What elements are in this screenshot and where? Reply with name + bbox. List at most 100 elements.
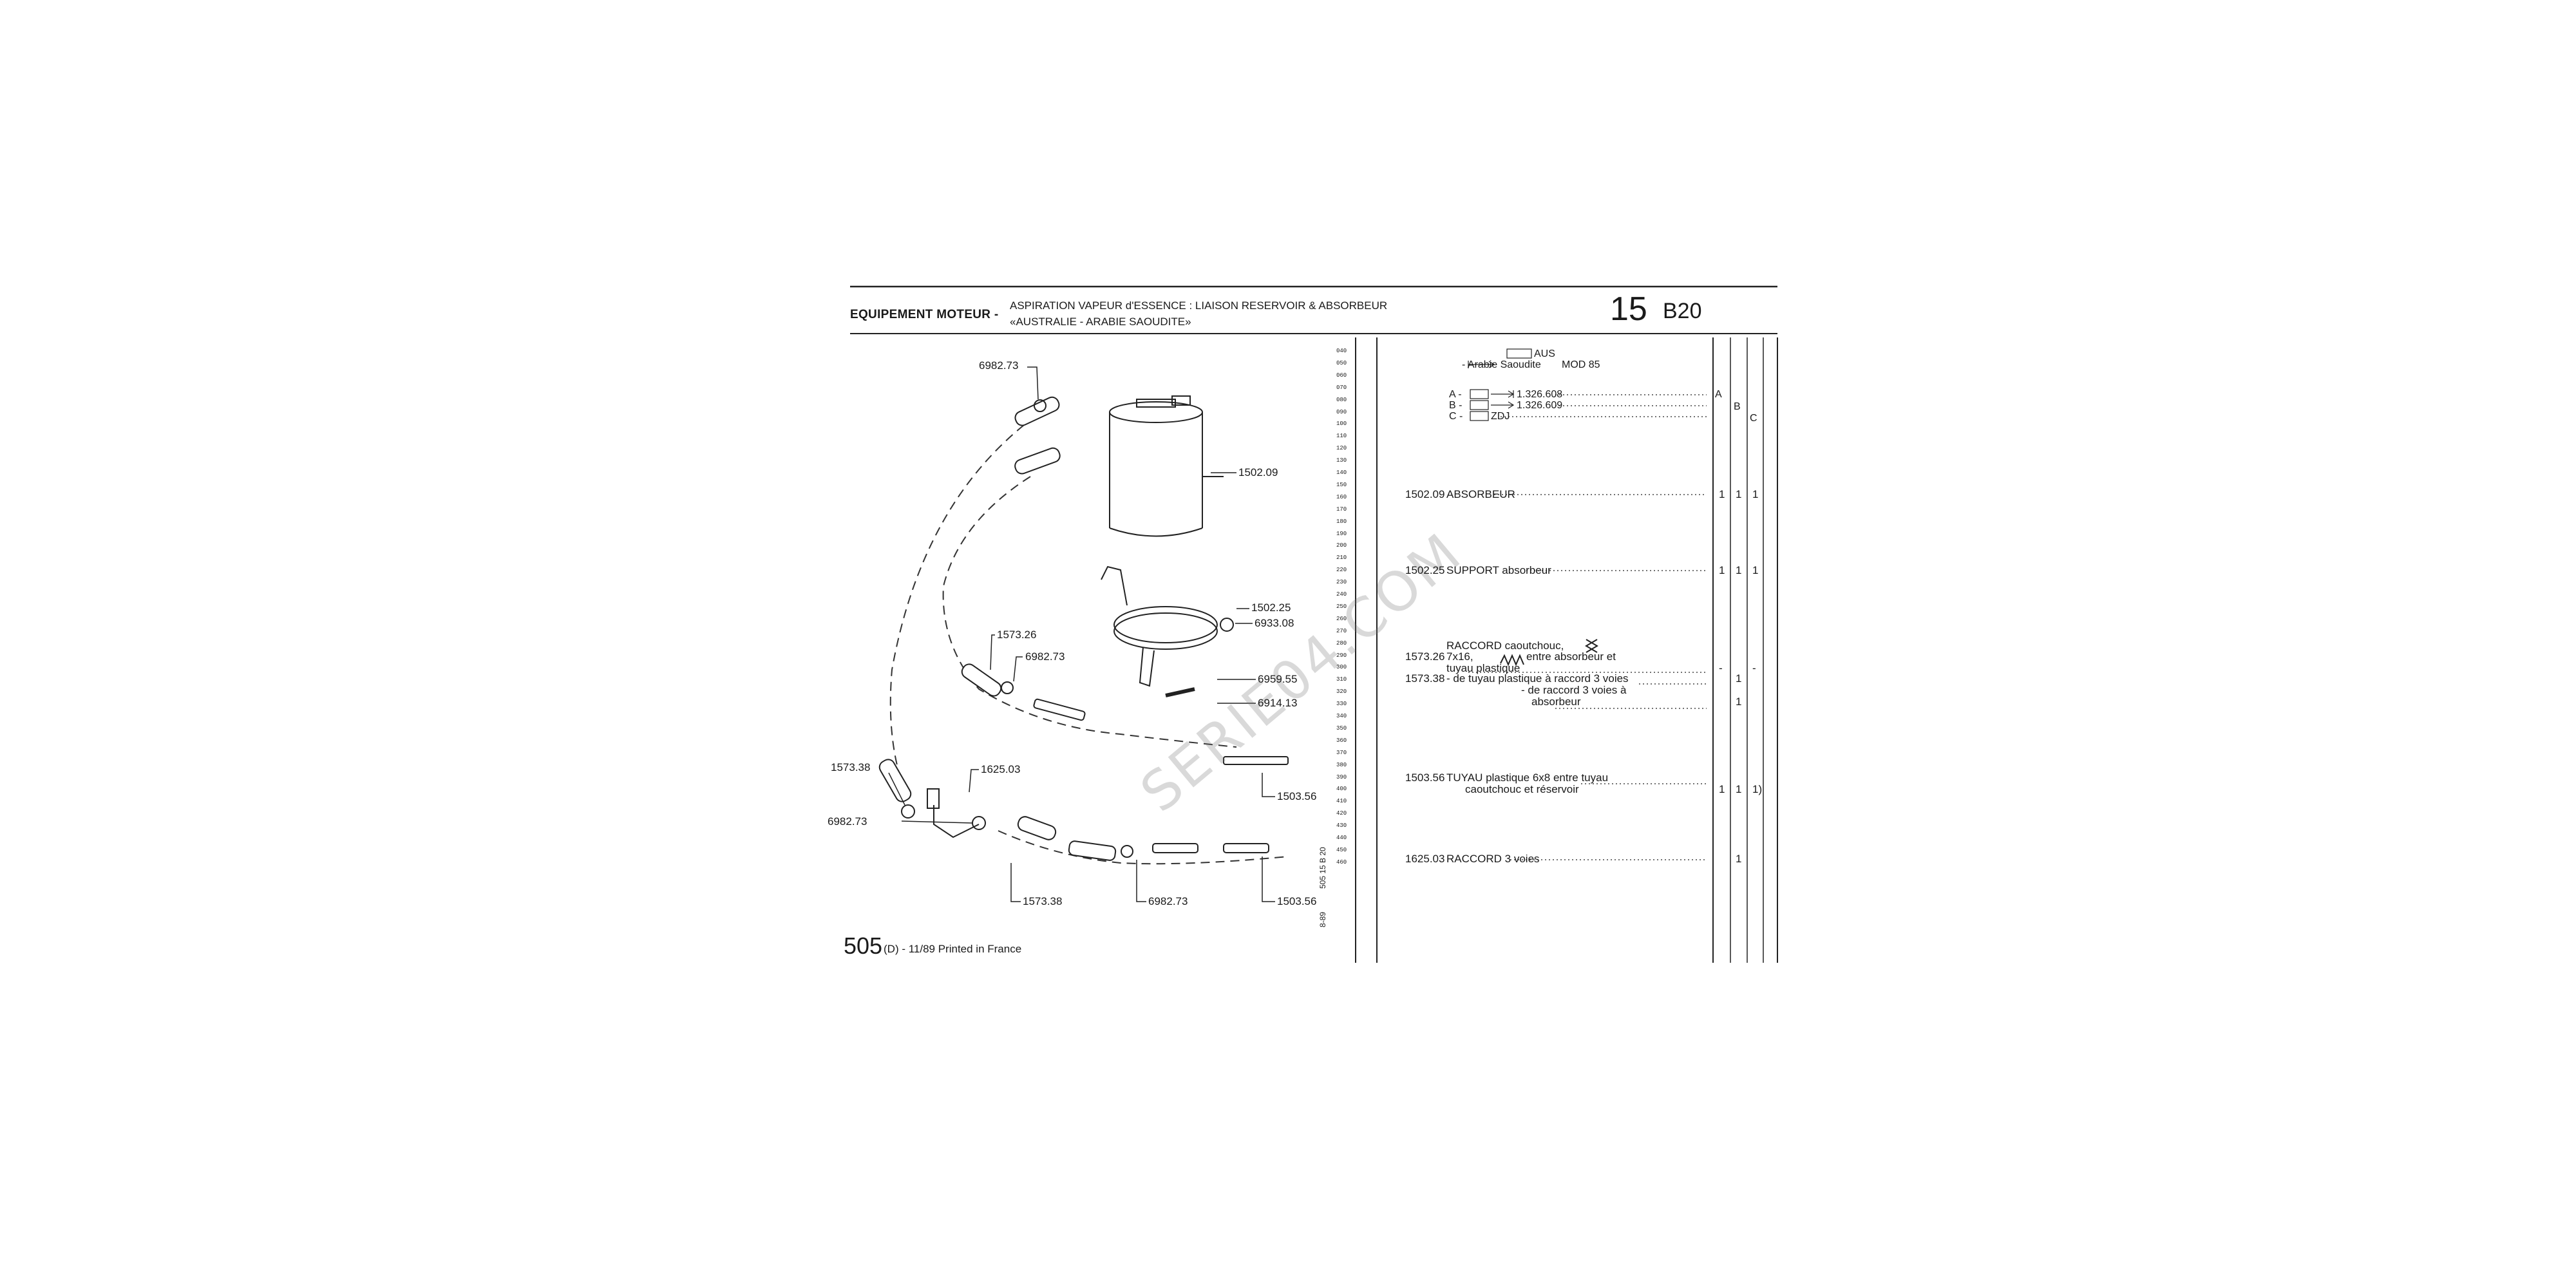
cond-col-b: B	[1734, 401, 1741, 412]
qty-b: 1	[1736, 672, 1742, 685]
ruler-number: 230	[1336, 579, 1347, 586]
part-desc: ABSORBEUR	[1446, 488, 1515, 500]
ruler-number: 350	[1336, 724, 1347, 732]
part-ref: 1573.26	[1405, 650, 1445, 663]
cond-col-c: C	[1750, 413, 1757, 424]
diagram-label: 6982.73	[1148, 895, 1188, 907]
aus-code: AUS	[1534, 348, 1555, 359]
qty-a: 1	[1719, 488, 1725, 500]
ruler-number: 340	[1336, 713, 1347, 719]
group-number: 15	[1610, 290, 1647, 328]
ruler-number: 070	[1336, 384, 1347, 391]
cond-col-a: A	[1715, 389, 1722, 400]
ruler-number: 460	[1336, 858, 1347, 866]
cond-ref-b: 1.326.609	[1517, 400, 1563, 411]
ruler-number: 150	[1336, 481, 1347, 488]
diagram-label: 1573.38	[831, 761, 871, 773]
page-code: B20	[1663, 299, 1702, 323]
ruler-number: 260	[1336, 615, 1347, 622]
diagram-label: 6982.73	[828, 815, 867, 828]
diagram-label: 1503.56	[1277, 895, 1317, 907]
ruler-number: 370	[1336, 749, 1347, 756]
part-desc: - de raccord 3 voies à	[1521, 684, 1627, 696]
diagram-label: 1503.56	[1277, 790, 1317, 802]
ruler-number: 080	[1336, 396, 1347, 403]
ruler-number: 100	[1336, 421, 1347, 428]
part-desc: RACCORD caoutchouc,	[1446, 639, 1564, 652]
ruler-number: 220	[1336, 567, 1347, 574]
ruler-number: 040	[1336, 348, 1347, 354]
cond-letter-a: A -	[1449, 389, 1462, 400]
ruler-number: 410	[1336, 798, 1347, 805]
cond-ref-a: 1.326.608	[1517, 389, 1563, 400]
ruler-number: 060	[1336, 372, 1347, 379]
ruler-number: 310	[1336, 676, 1347, 683]
qty-a: -	[1719, 662, 1723, 674]
part-desc: 7x16,	[1446, 650, 1473, 663]
diagram-label: 6982.73	[1025, 650, 1065, 663]
ruler-number: 380	[1336, 761, 1347, 768]
part-desc: RACCORD 3 voies	[1446, 853, 1540, 865]
diagram-label: 1573.26	[997, 629, 1037, 641]
ruler-number: 440	[1336, 835, 1347, 841]
cond-ref-c: ZDJ	[1491, 411, 1510, 422]
part-ref: 1625.03	[1405, 853, 1445, 865]
parts-catalog-sheet: SERIE04.COM EQUIPEMENT MOTEUR - ASPIRATI…	[828, 283, 1790, 979]
part-ref: 1573.38	[1405, 672, 1445, 685]
ruler-number: 300	[1336, 664, 1347, 671]
qty-c: 1)	[1752, 783, 1763, 795]
diagram-label: 6982.73	[979, 359, 1019, 372]
qty-a: 1	[1719, 783, 1725, 795]
leader-lines	[888, 366, 1275, 902]
ruler-number: 090	[1336, 408, 1347, 415]
diagram-label: 1573.38	[1023, 895, 1063, 907]
ruler-number: 110	[1336, 433, 1347, 440]
absorber-canister	[1109, 395, 1224, 537]
part-ref: 1502.25	[1405, 564, 1445, 576]
cond-letter-c: C -	[1449, 411, 1463, 422]
section-title: EQUIPEMENT MOTEUR -	[850, 308, 999, 321]
condition-symbols	[1468, 348, 1532, 421]
arabie-label: - Arabie Saoudite	[1462, 359, 1541, 370]
ruler-number: 430	[1336, 822, 1347, 829]
qty-b: 1	[1736, 783, 1742, 795]
ruler-number: 170	[1336, 506, 1347, 513]
ruler-number: 140	[1336, 469, 1347, 476]
part-ref: 1503.56	[1405, 772, 1445, 784]
qty-c: 1	[1752, 488, 1759, 500]
diagram-label: 6959.55	[1258, 673, 1298, 685]
part-desc: tuyau plastique	[1446, 662, 1520, 674]
ruler-number: 330	[1336, 701, 1347, 708]
hose-pieces	[878, 396, 1289, 861]
side-code-date: 8-89	[1318, 911, 1327, 927]
ruler-number: 180	[1336, 518, 1347, 525]
ruler-number: 050	[1336, 359, 1347, 366]
qty-a: 1	[1719, 564, 1725, 576]
hose-paths	[889, 424, 1289, 865]
support-bracket	[1101, 565, 1234, 697]
ruler-number: 400	[1336, 786, 1347, 793]
diagram-label: 1502.25	[1251, 601, 1291, 614]
part-ref: 1502.09	[1405, 488, 1445, 500]
ruler-number: 360	[1336, 737, 1347, 744]
diagram-label: 6914.13	[1258, 697, 1298, 709]
qty-c: 1	[1752, 564, 1759, 576]
ruler-number: 200	[1336, 542, 1347, 549]
part-desc-cont: entre absorbeur et	[1526, 650, 1616, 663]
dotted-leaders	[1468, 394, 1707, 860]
side-code: 505 15 B 20	[1318, 847, 1327, 889]
ruler-number: 120	[1336, 445, 1347, 452]
ruler-number: 240	[1336, 591, 1347, 598]
ruler-number: 210	[1336, 554, 1347, 562]
ruler-number: 390	[1336, 773, 1347, 781]
mod-label: MOD 85	[1562, 359, 1600, 370]
qty-b: 1	[1736, 853, 1742, 865]
footer-print-info: (D) - 11/89 Printed in France	[884, 943, 1022, 955]
part-desc: TUYAU plastique 6x8 entre tuyau	[1446, 772, 1609, 784]
diagram-label: 6933.08	[1255, 617, 1294, 629]
part-desc: caoutchouc et réservoir	[1465, 783, 1579, 795]
ruler-number: 190	[1336, 530, 1347, 537]
qty-b: 1	[1736, 488, 1742, 500]
ruler-number: 280	[1336, 639, 1347, 647]
